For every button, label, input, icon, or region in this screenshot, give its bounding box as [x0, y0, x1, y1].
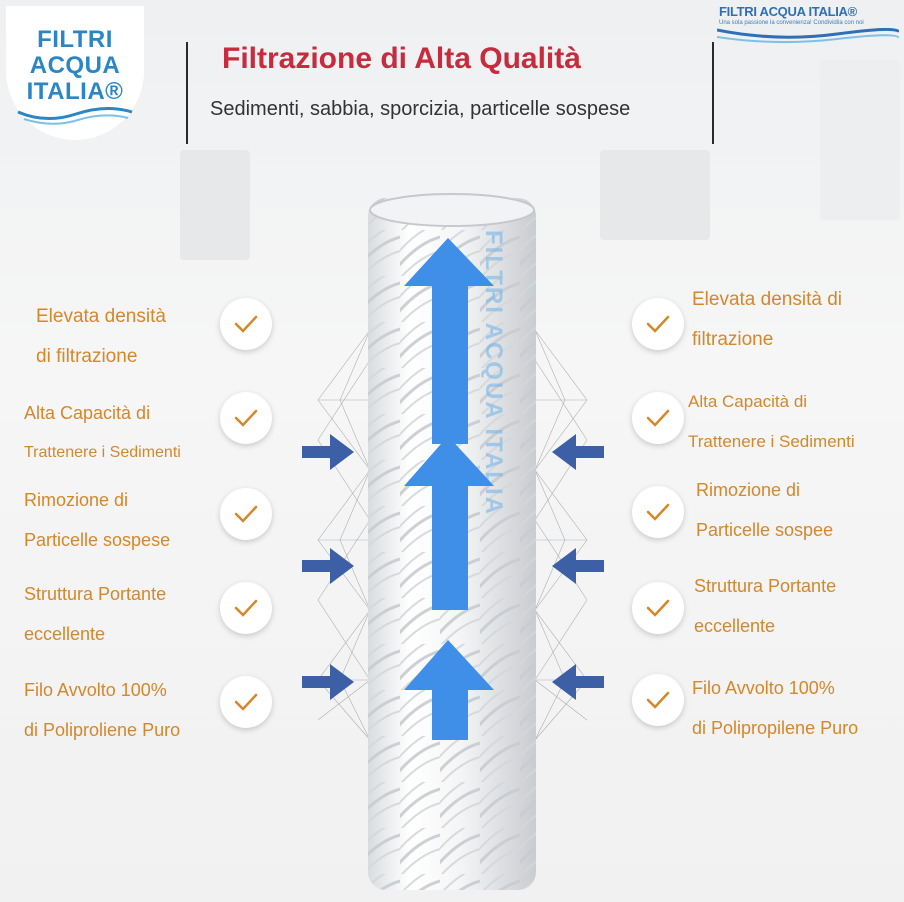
feature-text: Filo Avvolto 100%	[24, 680, 167, 700]
brand-logo-right: FILTRI ACQUA ITALIA® Una sola passione l…	[717, 2, 899, 46]
feature-text: Particelle sospee	[696, 520, 834, 540]
feature-text: Rimozione di	[696, 480, 801, 500]
feature-text: Struttura Portante	[24, 584, 167, 604]
left-arrow-icon	[552, 434, 604, 700]
feature-text: Alta Capacità di	[24, 403, 151, 423]
logo-left-line-2: ACQUA	[29, 52, 121, 79]
check-badge	[220, 392, 272, 444]
up-arrow-icon	[404, 238, 494, 444]
feature-left-5: Filo Avvolto 100% di Poliproliene Puro	[24, 670, 180, 750]
feature-right-1: Elevata densità di filtrazione	[692, 280, 842, 360]
check-icon	[646, 691, 670, 709]
check-badge	[220, 298, 272, 350]
feature-right-3: Rimozione di Particelle sospee	[696, 470, 833, 550]
check-icon	[646, 409, 670, 427]
feature-text: eccellente	[24, 624, 106, 644]
feature-text: Filo Avvolto 100%	[692, 678, 835, 698]
logo-right-tagline: Una sola passione la convenienza! Condiv…	[719, 20, 864, 26]
check-badge	[632, 582, 684, 634]
check-badge	[220, 488, 272, 540]
feature-text: Particelle sospese	[24, 530, 171, 550]
feature-right-2: Alta Capacità di Trattenere i Sedimenti	[688, 382, 855, 462]
background-window	[820, 60, 900, 220]
feature-right-4: Struttura Portante eccellente	[694, 566, 836, 646]
feature-left-2: Alta Capacità di Trattenere i Sedimenti	[24, 393, 181, 473]
logo-left-line-3: ITALIA®	[26, 78, 124, 105]
feature-text: Trattenere i Sedimenti	[688, 432, 855, 451]
brand-logo-left: FILTRI ACQUA ITALIA®	[6, 6, 144, 140]
check-icon	[646, 315, 670, 333]
feature-left-1: Elevata densità di filtrazione	[36, 297, 166, 377]
check-badge	[632, 674, 684, 726]
page-subtitle: Sedimenti, sabbia, sporcizia, particelle…	[210, 98, 631, 120]
check-badge	[632, 298, 684, 350]
header-separator-right	[712, 42, 714, 144]
check-icon	[234, 409, 258, 427]
feature-left-4: Struttura Portante eccellente	[24, 574, 166, 654]
up-arrow-icon	[404, 640, 494, 740]
up-arrow-icon	[404, 436, 494, 610]
check-icon	[234, 505, 258, 523]
feature-right-5: Filo Avvolto 100% di Polipropilene Puro	[692, 668, 858, 748]
check-icon	[646, 503, 670, 521]
check-badge	[632, 392, 684, 444]
logo-right-name: FILTRI ACQUA ITALIA®	[719, 4, 857, 19]
check-icon	[234, 693, 258, 711]
check-icon	[234, 315, 258, 333]
wave-icon	[17, 107, 133, 125]
feature-text: Struttura Portante	[694, 576, 837, 596]
logo-left-line-1: FILTRI	[37, 26, 113, 53]
cartridge-brand-text: FILTRI ACQUA ITALIA	[480, 230, 507, 516]
check-badge	[632, 486, 684, 538]
header-separator-left	[186, 42, 188, 144]
background-cabinet	[600, 150, 710, 240]
feature-text: di Polipropilene Puro	[692, 718, 859, 738]
feature-text: Alta Capacità di	[688, 392, 808, 411]
feature-text: Elevata densità	[36, 306, 166, 327]
check-badge	[220, 582, 272, 634]
feature-text: Trattenere i Sedimenti	[24, 444, 181, 461]
feature-text: eccellente	[694, 616, 776, 636]
feature-text: Rimozione di	[24, 490, 129, 510]
wave-icon	[717, 27, 899, 44]
feature-text: di Poliproliene Puro	[24, 720, 181, 740]
feature-left-3: Rimozione di Particelle sospese	[24, 480, 170, 560]
feature-text: di filtrazione	[36, 346, 138, 367]
background-cabinet	[180, 150, 250, 260]
check-icon	[646, 599, 670, 617]
check-badge	[220, 676, 272, 728]
check-icon	[234, 599, 258, 617]
right-arrow-icon	[302, 434, 354, 700]
feature-text: Elevata densità di	[692, 289, 842, 310]
page-title: Filtrazione di Alta Qualità	[222, 42, 581, 75]
feature-text: filtrazione	[692, 329, 774, 350]
